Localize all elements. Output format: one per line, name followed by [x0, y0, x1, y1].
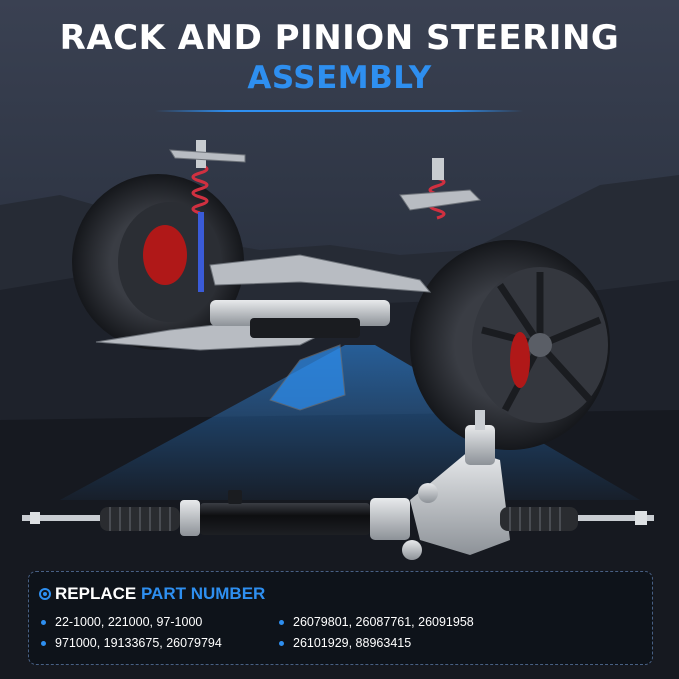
page-subtitle: ASSEMBLY [247, 60, 432, 96]
installed-steering-rack [210, 300, 390, 338]
brake-caliper-icon [143, 225, 187, 285]
list-item: 26079801, 26087761, 26091958 [279, 612, 474, 633]
target-icon [39, 588, 51, 600]
part-number-column-left: 22-1000, 221000, 97-1000 971000, 1913367… [41, 612, 222, 654]
title-divider [155, 110, 523, 112]
list-item: 26101929, 88963415 [279, 633, 474, 654]
steering-rack-icon [22, 410, 654, 560]
page-title: RACK AND PINION STEERING [59, 18, 620, 58]
brake-caliper-icon [510, 332, 530, 388]
heading-prefix: REPLACE [55, 584, 137, 603]
list-item: 971000, 19133675, 26079794 [41, 633, 222, 654]
part-number-panel: REPLACE PART NUMBER 22-1000, 221000, 97-… [28, 571, 653, 665]
part-number-column-right: 26079801, 26087761, 26091958 26101929, 8… [279, 612, 474, 654]
right-wheel [410, 240, 610, 450]
heading-highlight: PART NUMBER [140, 584, 266, 603]
part-number-heading: REPLACE PART NUMBER [39, 584, 265, 604]
list-item: 22-1000, 221000, 97-1000 [41, 612, 222, 633]
left-coil-spring [191, 163, 209, 215]
